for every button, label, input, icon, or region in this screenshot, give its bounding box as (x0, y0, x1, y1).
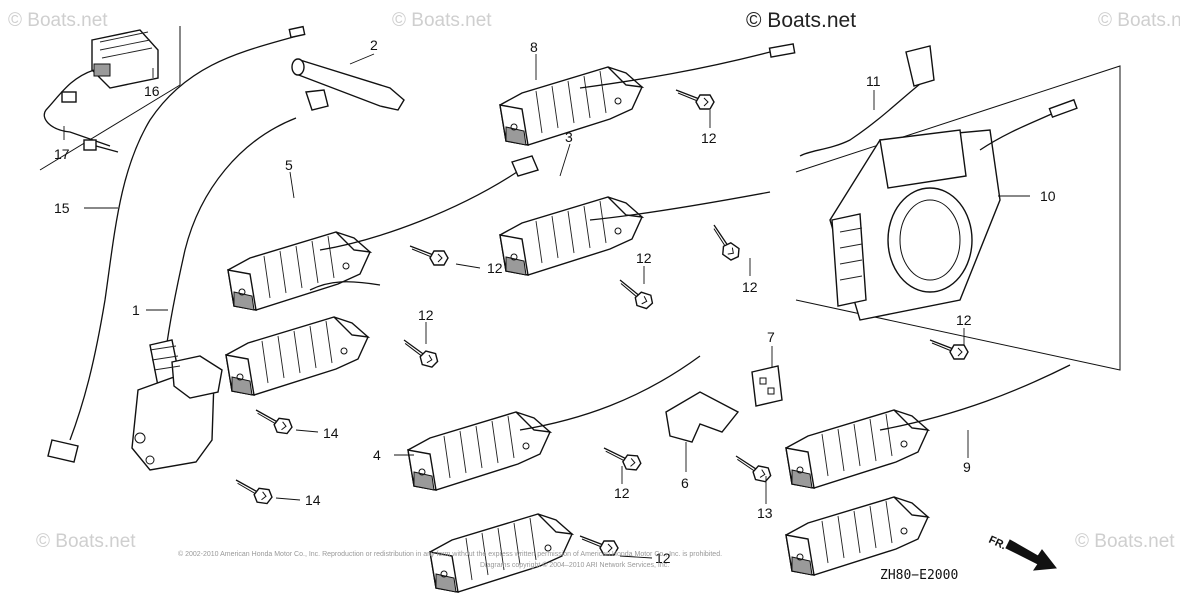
callout-12-d: 12 (742, 279, 758, 295)
callout-8: 8 (530, 39, 538, 55)
callout-16: 16 (144, 83, 160, 99)
stator-assembly-10 (795, 45, 1121, 371)
callout-9: 9 (963, 459, 971, 475)
coil-3-lead (589, 191, 771, 221)
charge-coil-3 (499, 196, 643, 276)
bolt-13 (731, 455, 774, 484)
callout-12-h: 12 (655, 550, 671, 566)
diagram-code: ZH80−E2000 (880, 568, 958, 583)
watermark-main: © Boats.net (746, 9, 856, 32)
left-coil-lead (309, 281, 381, 291)
copyright-line-2: Diagrams copyright © 2004–2010 ARI Netwo… (480, 561, 669, 569)
front-arrow: FR. (987, 534, 1057, 571)
callout-2: 2 (370, 37, 378, 53)
regulator-rectifier-assembly (39, 26, 181, 171)
callout-17: 17 (54, 146, 70, 162)
callout-12-a: 12 (701, 130, 717, 146)
callouts: 1 2 3 4 5 6 7 8 9 10 11 12 12 12 12 12 1… (54, 37, 1056, 566)
callout-12-g: 12 (614, 485, 630, 501)
callout-15: 15 (54, 200, 70, 216)
callout-14-a: 14 (323, 425, 339, 441)
callout-13: 13 (757, 505, 773, 521)
bolt-12-b (409, 245, 449, 266)
callout-11: 11 (866, 73, 881, 89)
callout-1: 1 (132, 302, 140, 318)
callout-3: 3 (565, 129, 573, 145)
cable-15 (69, 34, 301, 441)
bolt-12-e (398, 339, 442, 369)
callout-4: 4 (373, 447, 381, 463)
bolt-12-c (702, 224, 746, 264)
callout-12-c: 12 (636, 250, 652, 266)
callout-12-f: 12 (956, 312, 972, 328)
callout-12-b: 12 (487, 260, 503, 276)
charge-coil-9 (785, 409, 929, 489)
watermark-faint-bottom-right: © Boats.net (1075, 531, 1175, 552)
callout-7: 7 (767, 329, 775, 345)
coil-9-lead (879, 364, 1071, 431)
callout-5: 5 (285, 157, 293, 173)
callout-14-b: 14 (305, 492, 321, 508)
bolt-12-d (613, 279, 657, 311)
watermark-faint-bottom-left: © Boats.net (36, 531, 136, 552)
watermark-faint-top-center: © Boats.net (392, 10, 492, 31)
ignition-coil-1 (131, 117, 297, 471)
coil-5-lead (319, 169, 521, 251)
leader-lines (63, 53, 1030, 559)
bracket-6 (665, 391, 740, 443)
callout-12-e: 12 (418, 307, 434, 323)
copyright-line-1: © 2002-2010 American Honda Motor Co., In… (178, 550, 722, 558)
charge-coil-4 (407, 411, 551, 491)
coil-4-lead (519, 355, 701, 431)
spark-plug-cap-2 (291, 58, 405, 111)
front-label: FR. (987, 534, 1008, 552)
charge-coil-lower-right (785, 496, 929, 576)
bolt-12-f (929, 339, 969, 360)
watermark-faint-top-right: © Boats.net (1098, 10, 1180, 31)
grommet-7 (751, 365, 783, 407)
lighting-coil-unlabeled-left (225, 316, 369, 396)
bolt-14-b (232, 479, 275, 505)
bolt-12-a (675, 89, 715, 110)
callout-10: 10 (1040, 188, 1056, 204)
watermark-faint-top-left: © Boats.net (8, 10, 108, 31)
callout-6: 6 (681, 475, 689, 491)
coil-8-lead (579, 51, 771, 89)
bolt-14-a (252, 409, 295, 435)
